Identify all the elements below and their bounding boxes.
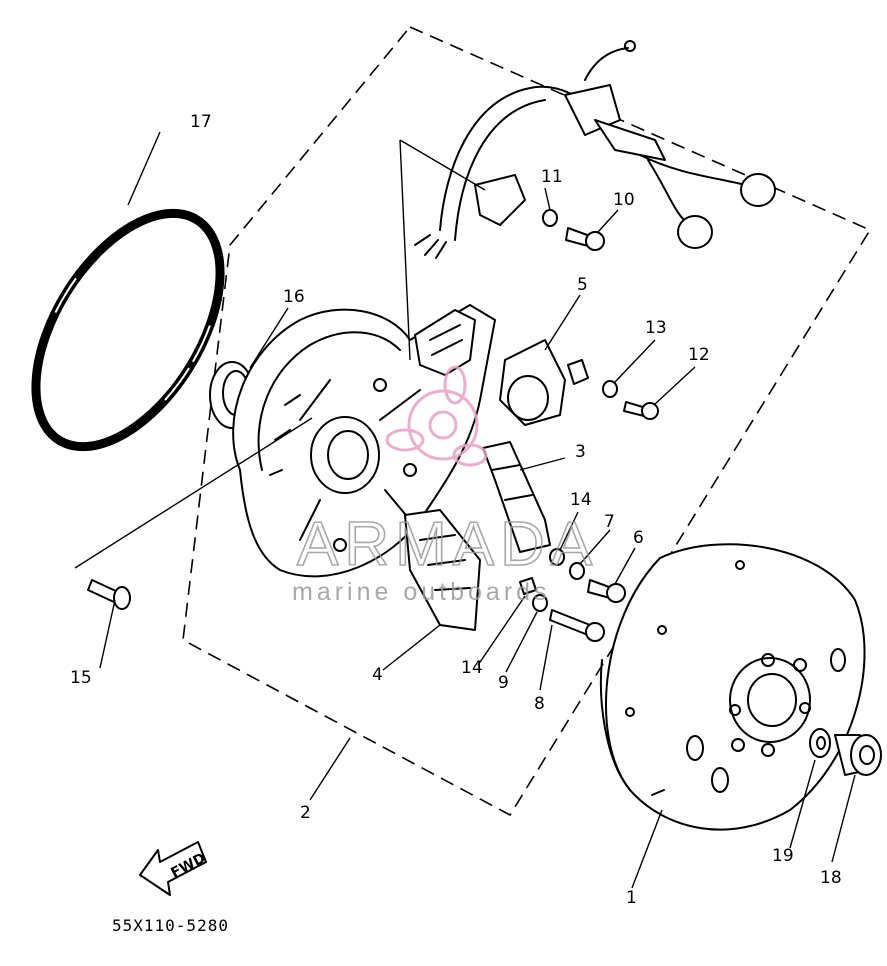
part-stator-base bbox=[232, 304, 496, 578]
part-o-ring bbox=[31, 208, 225, 452]
watermark-logo-icon bbox=[385, 365, 488, 467]
callout-labels: 17 16 11 10 5 13 12 3 14 7 6 15 4 14 9 8… bbox=[70, 112, 842, 908]
watermark-tagline: marine outboards bbox=[292, 578, 551, 606]
callout-10: 10 bbox=[613, 190, 635, 210]
part-hardware bbox=[519, 209, 659, 642]
leader-lines bbox=[74, 131, 856, 889]
callout-19: 19 bbox=[772, 846, 794, 866]
callout-6: 6 bbox=[633, 528, 644, 548]
watermark: ARMADA marine outboards bbox=[292, 365, 598, 606]
callout-14-upper: 14 bbox=[570, 490, 592, 510]
callout-1: 1 bbox=[626, 888, 637, 908]
part-lighting-coil bbox=[499, 339, 589, 426]
part-screw-16 bbox=[87, 579, 131, 610]
callout-8: 8 bbox=[534, 694, 545, 714]
part-wire-harness bbox=[414, 40, 776, 259]
part-charge-coil bbox=[404, 509, 481, 631]
part-flywheel bbox=[599, 543, 866, 831]
callout-14-lower: 14 bbox=[461, 658, 483, 678]
callout-5: 5 bbox=[577, 275, 588, 295]
callout-3: 3 bbox=[575, 442, 586, 462]
callout-13: 13 bbox=[645, 318, 667, 338]
callout-17: 17 bbox=[190, 112, 212, 132]
watermark-brand: ARMADA bbox=[297, 510, 598, 579]
callout-11: 11 bbox=[541, 167, 563, 187]
assembly-boundary bbox=[182, 26, 872, 817]
callout-15: 16 bbox=[283, 287, 305, 307]
callout-7: 7 bbox=[604, 512, 615, 532]
part-nut-18 bbox=[834, 734, 882, 776]
callout-18: 18 bbox=[820, 868, 842, 888]
callout-9: 9 bbox=[498, 673, 509, 693]
callout-4: 4 bbox=[372, 665, 383, 685]
fwd-arrow: FWD bbox=[139, 841, 208, 896]
part-code: 55X110-5280 bbox=[112, 916, 229, 935]
part-washer-19 bbox=[809, 728, 831, 758]
callout-16: 15 bbox=[70, 668, 92, 688]
callout-12: 12 bbox=[688, 345, 710, 365]
part-pulser-coil bbox=[482, 441, 551, 553]
callout-2: 2 bbox=[300, 803, 311, 823]
